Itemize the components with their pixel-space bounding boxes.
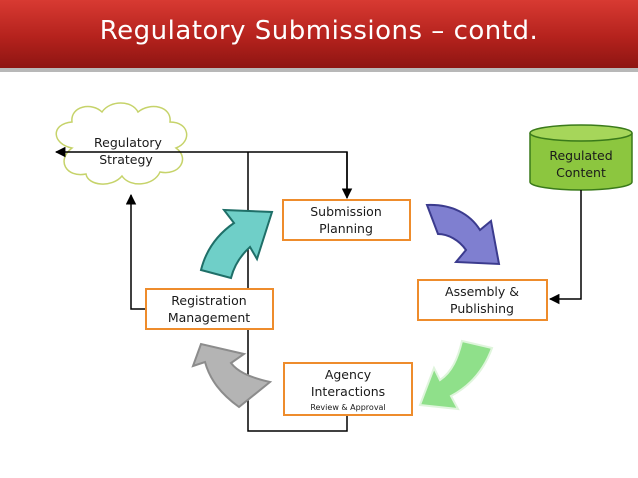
- title-bar: [0, 0, 638, 68]
- regulated-content-line-2: Content: [556, 165, 606, 180]
- cylinder-top: [529, 124, 633, 142]
- cycle-arrow-teal: [199, 208, 274, 280]
- cycle-arrow-green: [418, 339, 494, 411]
- agency-interactions-frame: [283, 362, 413, 416]
- registration-management-frame: [145, 288, 274, 330]
- green-curved-arrow: [418, 339, 494, 411]
- teal-curved-arrow: [199, 208, 274, 280]
- purple-curved-arrow: [425, 203, 501, 266]
- agency-interactions-line-1: Agency: [325, 367, 372, 382]
- gray-curved-arrow: [191, 342, 273, 409]
- submission-planning-frame: [282, 199, 411, 241]
- submission-planning-box: Submission Planning: [282, 199, 411, 241]
- regulatory-strategy-line-1: Regulatory: [94, 135, 162, 150]
- connector-registration-to-strategy: [125, 193, 146, 310]
- submission-planning-line-1: Submission: [310, 204, 382, 219]
- assembly-publishing-frame: [417, 279, 548, 321]
- registration-management-line-2: Management: [168, 310, 250, 325]
- cloud-shape: [55, 102, 188, 185]
- submission-planning-line-2: Planning: [319, 221, 373, 236]
- cycle-arrow-purple: [425, 203, 501, 266]
- slide-title: Regulatory Submissions – contd.: [99, 16, 539, 46]
- assembly-publishing-line-2: Publishing: [450, 301, 514, 316]
- agency-interactions-line-2: Interactions: [311, 384, 385, 399]
- regulatory-strategy-line-2: Strategy: [99, 152, 153, 167]
- agency-interactions-subtext: Review & Approval: [310, 403, 385, 412]
- cylinder-body: [529, 133, 633, 191]
- regulated-content-database: Regulated Content: [529, 124, 633, 191]
- cycle-arrow-gray: [191, 342, 273, 409]
- regulated-content-line-1: Regulated: [549, 148, 612, 163]
- regulatory-strategy-cloud: Regulatory Strategy: [55, 102, 188, 185]
- title-underline: [0, 68, 638, 72]
- assembly-publishing-box: Assembly & Publishing: [417, 279, 548, 321]
- registration-management-line-1: Registration: [171, 293, 246, 308]
- agency-interactions-box: Agency Interactions Review & Approval: [283, 362, 413, 416]
- assembly-publishing-line-1: Assembly &: [445, 284, 519, 299]
- connector-content-to-assembly: [548, 190, 582, 305]
- registration-management-box: Registration Management: [145, 288, 274, 330]
